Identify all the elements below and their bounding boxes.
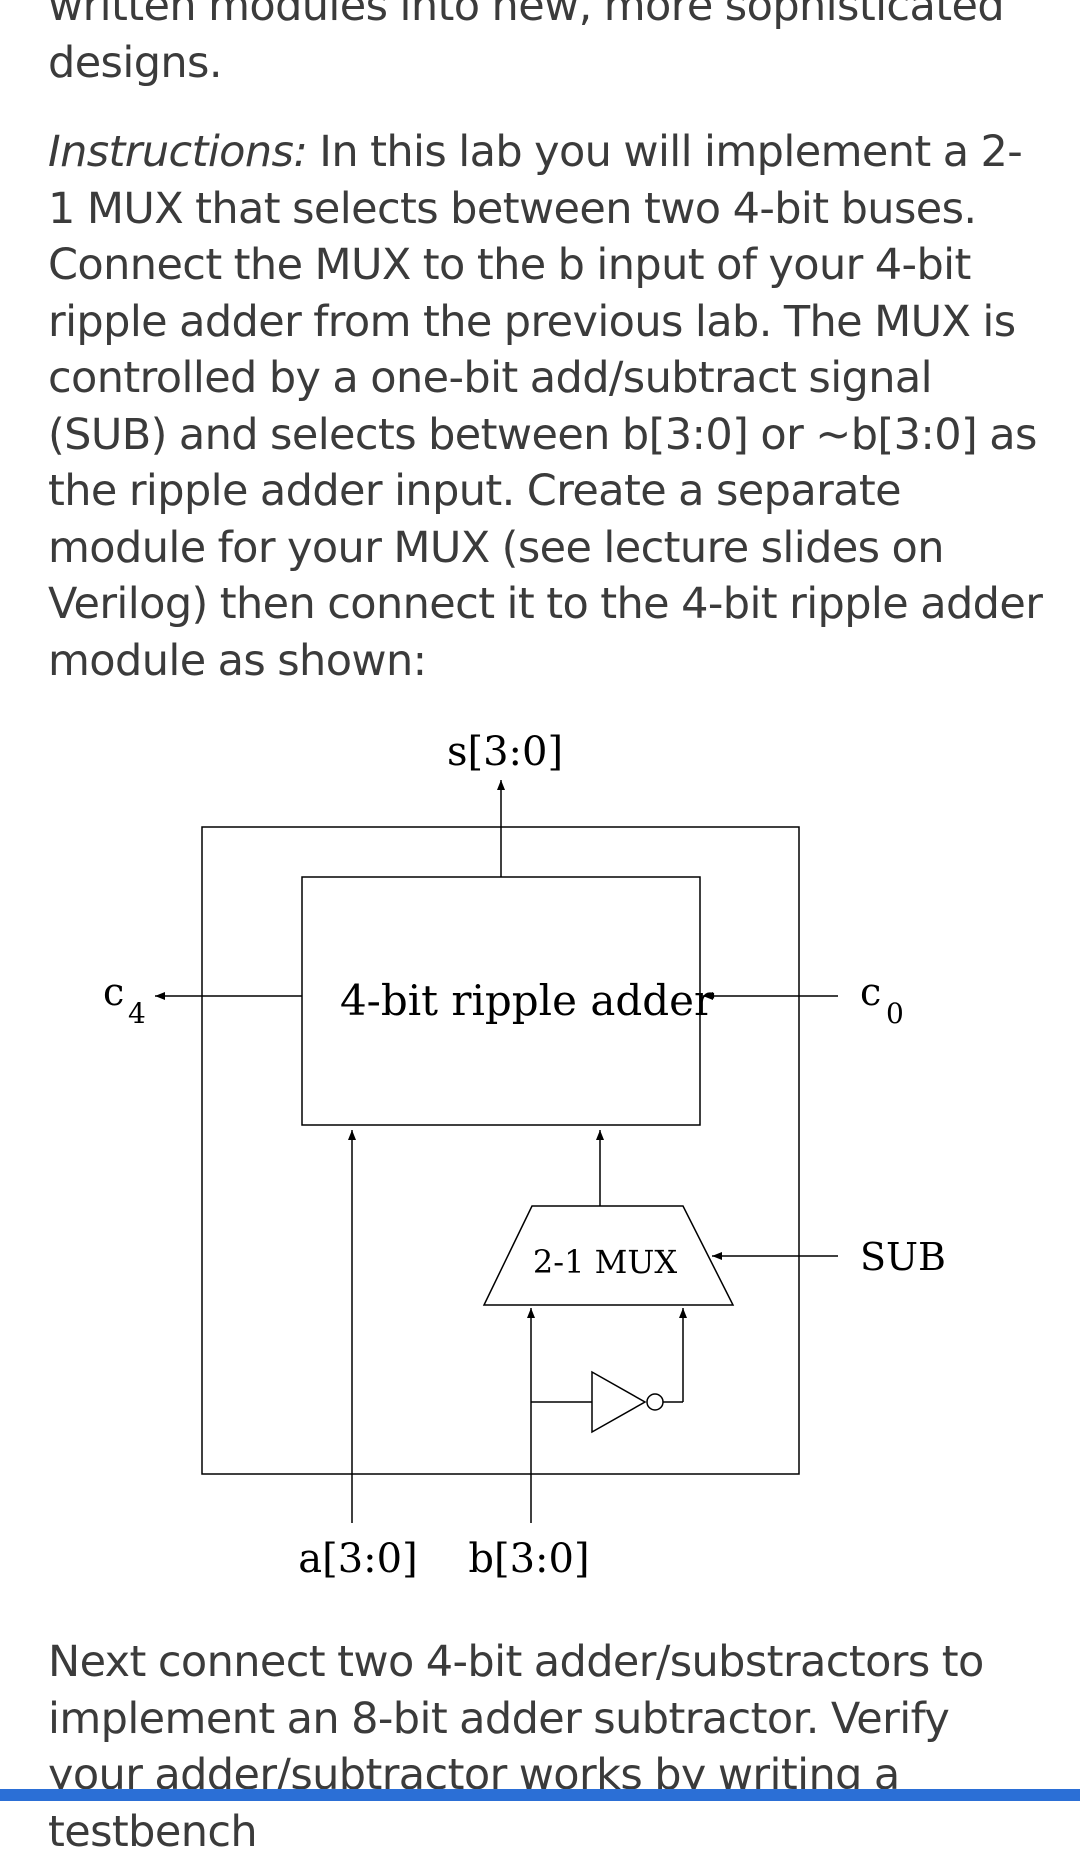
instructions-text: In this lab you will implement a 2-1 MUX… xyxy=(48,127,1043,686)
intro-text: written modules into new, more sophistic… xyxy=(48,0,1005,88)
intro-paragraph: written modules into new, more sophistic… xyxy=(48,0,1048,91)
instructions-paragraph: Instructions: In this lab you will imple… xyxy=(48,124,1048,689)
carry-in-letter: c xyxy=(860,970,881,1014)
ripple-adder-label: 4-bit ripple adder xyxy=(340,976,715,1025)
output-label: s[3:0] xyxy=(447,729,563,775)
adder-subtractor-diagram: 4-bit ripple adder s[3:0] c 4 c 0 a[3:0]… xyxy=(103,729,946,1582)
outer-module-box xyxy=(201,826,800,1475)
input-a-label: a[3:0] xyxy=(298,1536,417,1582)
input-b-label: b[3:0] xyxy=(468,1536,589,1582)
carry-out-letter: c xyxy=(103,970,124,1014)
mux-label: 2-1 MUX xyxy=(533,1243,677,1281)
inverter-gate xyxy=(591,1370,647,1434)
instructions-label: Instructions: xyxy=(48,127,308,177)
next-text: Next connect two 4-bit adder/substractor… xyxy=(48,1637,984,1857)
mux-block xyxy=(482,1205,735,1306)
carry-in-index: 0 xyxy=(886,997,904,1030)
carry-out-index: 4 xyxy=(128,997,146,1030)
next-paragraph: Next connect two 4-bit adder/substractor… xyxy=(48,1634,1048,1860)
inverter-bubble xyxy=(646,1393,664,1411)
bottom-bar xyxy=(0,1789,1080,1801)
sub-label: SUB xyxy=(860,1235,946,1279)
